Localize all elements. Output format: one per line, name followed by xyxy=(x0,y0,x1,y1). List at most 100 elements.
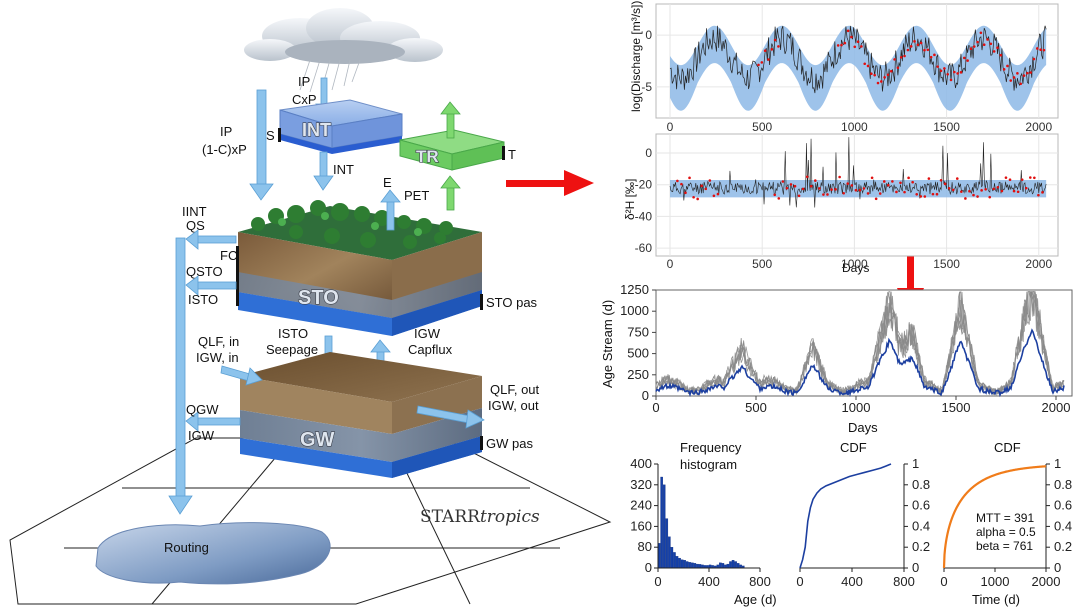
age-x-tick: 1000 xyxy=(842,400,871,415)
discharge-observed-point xyxy=(870,72,873,76)
histogram-bar xyxy=(680,559,684,569)
isotope-x-tick: 1000 xyxy=(841,257,868,271)
discharge-observed-point xyxy=(986,38,989,41)
histogram-bar xyxy=(731,560,735,569)
evaporation-arrow xyxy=(380,189,401,231)
discharge-observed-point xyxy=(929,55,933,59)
isto-seepage-label-1: ISTO xyxy=(278,326,308,341)
histogram-bar xyxy=(665,518,669,569)
discharge-observed-point xyxy=(760,61,764,64)
isotope-y-tick: -20 xyxy=(635,178,653,192)
qlf-in-label-1: QLF, in xyxy=(198,334,239,349)
qlf-out-label-1: QLF, out xyxy=(490,382,540,397)
cloud-icon xyxy=(244,8,443,93)
histogram-bar xyxy=(678,557,681,569)
discharge-observed-point xyxy=(896,66,900,70)
cdf-gamma-y-tick: 1 xyxy=(1054,456,1061,471)
discharge-uncertainty-band xyxy=(670,25,1047,111)
fc-marker xyxy=(236,246,239,306)
discharge-observed-point xyxy=(773,38,777,42)
isotope-observed-point xyxy=(1037,193,1040,197)
isotope-observed-point xyxy=(1000,189,1004,193)
cdf-age-x-tick: 400 xyxy=(841,574,863,589)
routing-label: Routing xyxy=(164,540,209,555)
isotope-observed-point xyxy=(1041,191,1044,194)
discharge-observed-point xyxy=(976,40,979,44)
gw-pas-label: GW pas xyxy=(486,436,533,451)
isotope-observed-point xyxy=(1008,178,1012,182)
discharge-observed-point xyxy=(903,54,906,58)
histogram-bar xyxy=(683,560,686,569)
histogram-bar xyxy=(719,562,722,569)
discharge-y-tick: 0 xyxy=(645,28,652,42)
age-y-tick: 500 xyxy=(627,346,649,361)
discharge-x-tick: 2000 xyxy=(1025,120,1052,134)
discharge-observed-point xyxy=(1029,71,1032,74)
histogram-bar xyxy=(693,563,697,569)
discharge-observed-point xyxy=(946,72,949,76)
histogram-bar xyxy=(734,561,737,569)
cdf-age-y-tick: 0.6 xyxy=(912,498,930,513)
isotope-xlabel: Days xyxy=(842,261,869,275)
conceptual-model: Routing STARRtropics IP CxP IP xyxy=(9,8,612,605)
discharge-observed-point xyxy=(1042,48,1046,52)
igw-capflux-label-2: Capflux xyxy=(408,342,453,357)
histogram-y-tick: 240 xyxy=(630,498,652,513)
discharge-observed-point xyxy=(880,80,883,83)
discharge-observed-point xyxy=(893,58,896,61)
discharge-observed-point xyxy=(876,81,880,85)
discharge-observed-point xyxy=(1039,48,1042,52)
isotope-observed-point xyxy=(858,188,862,192)
qgw-label: QGW xyxy=(186,402,219,417)
isotope-y-tick: -40 xyxy=(635,209,653,223)
histogram-bar xyxy=(691,562,694,569)
age-y-tick: 750 xyxy=(627,324,649,339)
outflow-trunk-arrow xyxy=(168,237,193,515)
transpiration-box: TR xyxy=(399,129,505,171)
tr-uptake-arrow xyxy=(440,175,461,211)
age-x-tick: 2000 xyxy=(1042,400,1071,415)
isotope-observed-point xyxy=(891,180,894,183)
discharge-x-tick: 0 xyxy=(667,120,674,134)
discharge-observed-point xyxy=(840,43,843,47)
isotope-observed-point xyxy=(939,178,943,182)
igw-label: IGW xyxy=(188,428,215,443)
ip-cxp-label-2: CxP xyxy=(292,92,317,107)
cdf-age-y-tick: 0.4 xyxy=(912,518,930,533)
qlf-in-label-2: IGW, in xyxy=(196,350,239,365)
cdf-age-x-tick: 0 xyxy=(796,574,803,589)
isotope-observed-point xyxy=(822,193,825,196)
age-y-tick: 250 xyxy=(627,367,649,382)
discharge-observed-point xyxy=(850,35,853,39)
discharge-observed-point xyxy=(856,40,860,44)
discharge-observed-point xyxy=(1016,72,1019,75)
discharge-observed-point xyxy=(899,55,903,59)
discharge-observed-point xyxy=(972,45,976,48)
discharge-observed-point xyxy=(1019,82,1023,86)
discharge-observed-point xyxy=(962,56,966,60)
discharge-observed-point xyxy=(1036,47,1039,50)
isotope-observed-point xyxy=(1012,189,1016,193)
qgw-arrow xyxy=(185,411,241,432)
mtt-label: MTT = 391 xyxy=(976,511,1034,525)
isotope-observed-point xyxy=(935,192,939,196)
t-storage-marker xyxy=(502,146,505,160)
discharge-observed-point xyxy=(923,48,926,52)
histogram-bar xyxy=(675,556,679,569)
histogram-bar xyxy=(726,563,730,569)
beta-label: beta = 761 xyxy=(976,539,1033,553)
iint-label: IINT xyxy=(182,204,207,219)
discharge-observed-point xyxy=(989,42,993,46)
histogram-y-tick: 400 xyxy=(630,456,652,471)
isotope-observed-point xyxy=(818,187,821,190)
isotope-observed-point xyxy=(688,176,691,180)
age-y-tick: 0 xyxy=(642,388,649,403)
discharge-observed-point xyxy=(883,76,886,79)
isotope-observed-point xyxy=(874,197,878,201)
isotope-observed-point xyxy=(838,175,841,179)
discharge-observed-point xyxy=(996,46,999,50)
histogram-x-tick: 800 xyxy=(749,574,771,589)
discharge-observed-point xyxy=(966,59,969,62)
